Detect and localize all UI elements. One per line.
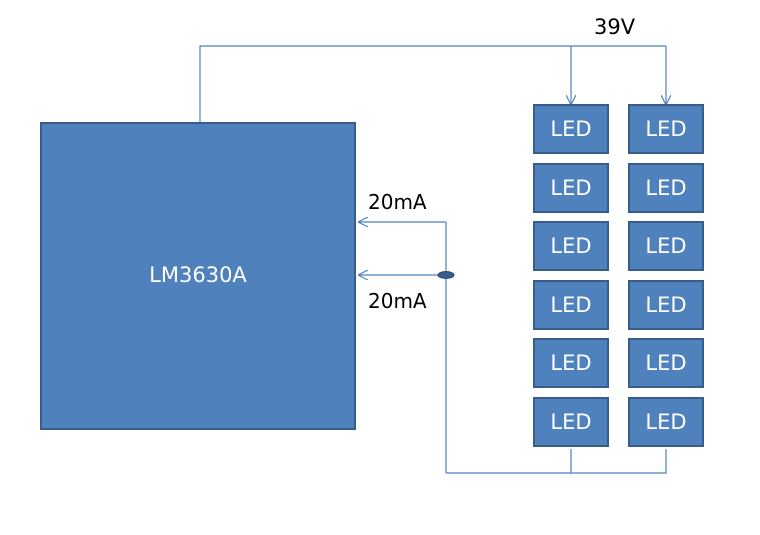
chip-label: LM3630A: [149, 263, 247, 287]
led-s2-5: LED: [628, 338, 704, 388]
led-label: LED: [645, 410, 687, 434]
led-s1-6: LED: [533, 397, 609, 447]
led-label: LED: [550, 410, 592, 434]
led-label: LED: [645, 293, 687, 317]
led-label: LED: [645, 117, 687, 141]
led-label: LED: [550, 234, 592, 258]
led-label: LED: [550, 351, 592, 375]
current-label-bottom: 20mA: [368, 289, 427, 313]
led-label: LED: [645, 176, 687, 200]
led-s2-1: LED: [628, 104, 704, 154]
led-s2-6: LED: [628, 397, 704, 447]
supply-voltage-label: 39V: [594, 15, 636, 39]
led-label: LED: [645, 351, 687, 375]
led-label: LED: [550, 176, 592, 200]
led-s1-1: LED: [533, 104, 609, 154]
supply-wire: [199, 45, 666, 122]
led-s2-3: LED: [628, 221, 704, 271]
led-label: LED: [550, 117, 592, 141]
led-s1-2: LED: [533, 163, 609, 213]
lm3630a-chip: LM3630A: [40, 122, 356, 430]
led-s2-2: LED: [628, 163, 704, 213]
junction-dot: [437, 271, 455, 279]
led-s1-3: LED: [533, 221, 609, 271]
led-s2-4: LED: [628, 280, 704, 330]
led-s1-5: LED: [533, 338, 609, 388]
return-wire: [446, 449, 667, 474]
led-s1-4: LED: [533, 280, 609, 330]
led-label: LED: [645, 234, 687, 258]
led-label: LED: [550, 293, 592, 317]
current-label-top: 20mA: [368, 190, 427, 214]
